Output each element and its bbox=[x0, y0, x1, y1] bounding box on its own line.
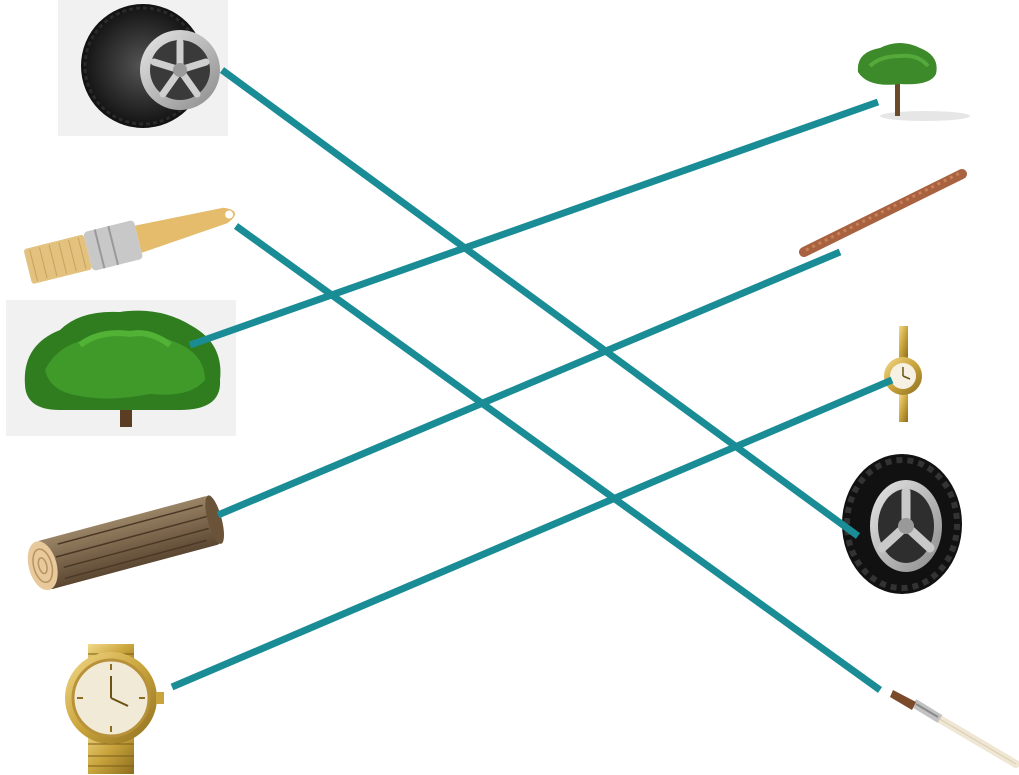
large-car-tire-icon bbox=[58, 0, 228, 136]
connector-large-car-tire-to-motorbike-tire bbox=[219, 67, 861, 539]
connection-lines bbox=[170, 67, 894, 693]
thin-paintbrush-icon bbox=[890, 690, 1019, 768]
small-tree-icon bbox=[857, 43, 970, 121]
large-tree-icon bbox=[6, 300, 236, 436]
gold-wristwatch-icon bbox=[65, 644, 164, 774]
small-watch-icon bbox=[884, 326, 922, 422]
thin-stick-icon bbox=[799, 169, 967, 257]
wooden-log-icon bbox=[27, 495, 225, 591]
motorbike-tire-icon bbox=[842, 454, 962, 594]
connector-wooden-log-to-thin-stick bbox=[216, 248, 842, 519]
connector-gold-wristwatch-to-small-watch bbox=[170, 376, 894, 691]
connector-large-tree-to-small-tree bbox=[188, 98, 880, 349]
connector-wide-paintbrush-to-thin-paintbrush bbox=[233, 223, 883, 693]
wide-paintbrush-icon bbox=[24, 207, 235, 284]
